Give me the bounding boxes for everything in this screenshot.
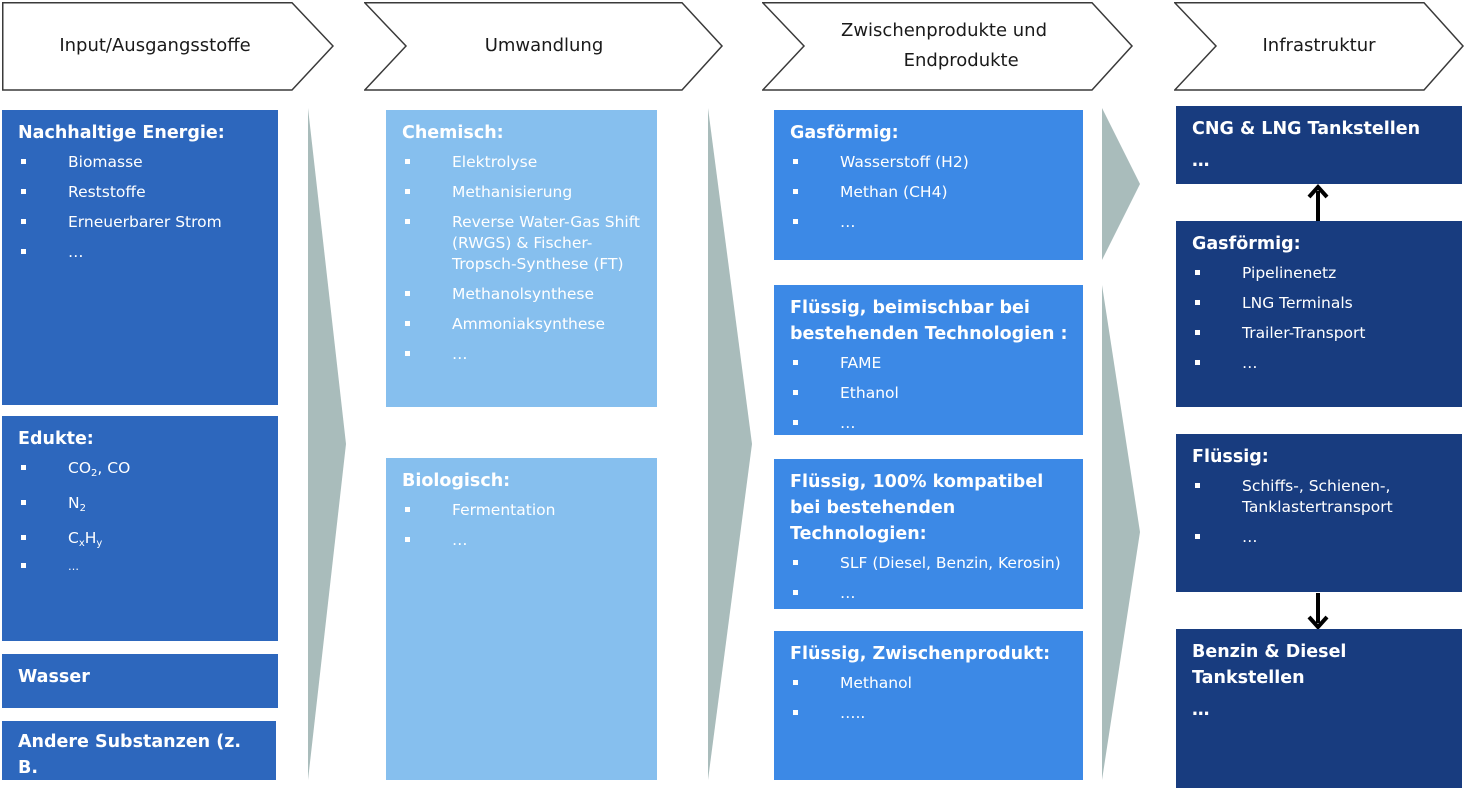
formula-subscript: y [96, 538, 103, 549]
list-item: LNG Terminals [1192, 293, 1448, 314]
box-title: Wasser [18, 667, 90, 687]
list-item: Trailer-Transport [1192, 323, 1448, 344]
formula-subscript: x [78, 538, 85, 549]
box-fluessig-beimischbar: Flüssig, beimischbar bei bestehenden Tec… [774, 285, 1083, 435]
list-item-n2: N2 [18, 493, 264, 519]
flow-arrow-2 [708, 108, 752, 780]
arrow-up-icon [1307, 184, 1329, 221]
list-item: … [790, 212, 1069, 233]
box-title: CNG & LNG Tankstellen [1192, 119, 1421, 139]
list-item: … [1192, 353, 1448, 374]
list-item: Reverse Water-Gas Shift (RWGS) & Fischer… [402, 212, 643, 275]
list-item: Schiffs-, Schienen-, Tanklastertransport [1192, 476, 1448, 518]
box-title-line-1: Andere Substanzen (z. B. [18, 732, 242, 778]
list-item: FAME [790, 353, 1069, 374]
box-more: … [1192, 700, 1210, 720]
list-item: … [1192, 527, 1448, 548]
box-title: Edukte: [18, 429, 94, 449]
box-fluessig-kompatibel: Flüssig, 100% kompatibel bei bestehenden… [774, 459, 1083, 609]
list-item: Reststoffe [18, 182, 264, 203]
list-item: … [790, 583, 1069, 604]
box-wasser: Wasser [2, 654, 278, 708]
box-title: Gasförmig: [1192, 234, 1301, 254]
list-item: Biomasse [18, 152, 264, 173]
box-title: Nachhaltige Energie: [18, 123, 225, 143]
list-item: Fermentation [402, 500, 643, 521]
formula-subscript: 2 [79, 503, 86, 514]
list-item: … [402, 530, 643, 551]
box-edukte: Edukte: CO2, CO N2 CxHy … [2, 416, 278, 641]
box-more: … [1192, 151, 1210, 171]
chevron-shape [364, 2, 724, 91]
box-title: Chemisch: [402, 123, 504, 143]
arrow-down-icon [1307, 593, 1329, 630]
box-title: Flüssig: [1192, 447, 1269, 467]
formula-part: N [68, 494, 80, 512]
header-infrastruktur: Infrastruktur [1174, 2, 1464, 91]
box-andere-substanzen: Andere Substanzen (z. B. Nährstoffe) [2, 721, 276, 804]
header-label: Input/Ausgangsstoffe [59, 35, 251, 56]
list-item: Elektrolyse [402, 152, 643, 173]
list-item: Pipelinenetz [1192, 263, 1448, 284]
flow-arrow-4 [1102, 285, 1140, 780]
box-title: Flüssig, Zwischenprodukt: [790, 644, 1051, 664]
list-item: Methan (CH4) [790, 182, 1069, 203]
box-nachhaltige-energie: Nachhaltige Energie: Biomasse Reststoffe… [2, 110, 278, 405]
header-label: Umwandlung [484, 35, 604, 56]
list-item: ….. [790, 703, 1069, 724]
list-item: Wasserstoff (H2) [790, 152, 1069, 173]
list-item: Methanolsynthese [402, 284, 643, 305]
formula-part: CO [68, 459, 92, 477]
list-item: Ethanol [790, 383, 1069, 404]
list-item-co2: CO2, CO [18, 458, 264, 484]
box-fluessig-infra: Flüssig: Schiffs-, Schienen-, Tanklaster… [1176, 434, 1462, 592]
box-gasfoermig-produkte: Gasförmig: Wasserstoff (H2) Methan (CH4)… [774, 110, 1083, 260]
header-input: Input/Ausgangsstoffe [2, 2, 334, 91]
list-item: Methanol [790, 673, 1069, 694]
list-item: … [402, 344, 643, 365]
formula-subscript: 2 [91, 468, 98, 479]
flow-arrow-1 [308, 108, 346, 780]
chevron-shape [1174, 2, 1464, 91]
list-item: … [18, 556, 264, 577]
header-umwandlung: Umwandlung [364, 2, 724, 91]
box-title: Biologisch: [402, 471, 511, 491]
list-item: Erneuerbarer Strom [18, 212, 264, 233]
box-title: Flüssig, beimischbar bei bestehenden Tec… [790, 298, 1068, 344]
box-fluessig-zwischenprodukt: Flüssig, Zwischenprodukt: Methanol ….. [774, 631, 1083, 780]
chevron-shape [2, 2, 334, 91]
box-gasfoermig-infra: Gasförmig: Pipelinenetz LNG Terminals Tr… [1176, 221, 1462, 407]
header-label: Zwischenprodukte und Endprodukte [840, 20, 1047, 71]
list-item: … [18, 242, 264, 263]
box-biologisch: Biologisch: Fermentation … [386, 458, 657, 780]
box-title: Flüssig, 100% kompatibel bei bestehenden… [790, 472, 1044, 544]
formula-part: , CO [97, 459, 131, 477]
list-item: … [790, 413, 1069, 434]
chevron-shape [762, 2, 1134, 91]
box-title: Benzin & Diesel Tankstellen [1192, 642, 1347, 688]
box-title-line-2: Nährstoffe) [66, 784, 179, 804]
box-cng-lng-tankstellen: CNG & LNG Tankstellen … [1176, 106, 1462, 184]
list-item: SLF (Diesel, Benzin, Kerosin) [790, 553, 1069, 574]
box-chemisch: Chemisch: Elektrolyse Methanisierung Rev… [386, 110, 657, 407]
formula-part: C [68, 529, 79, 547]
flow-arrow-3 [1102, 108, 1140, 260]
list-item-cxhy: CxHy [18, 528, 264, 554]
list-item: Ammoniaksynthese [402, 314, 643, 335]
header-produkte: Zwischenprodukte und Endprodukte [762, 2, 1134, 91]
formula-part: H [84, 529, 97, 547]
list-item: Methanisierung [402, 182, 643, 203]
box-benzin-diesel-tankstellen: Benzin & Diesel Tankstellen … [1176, 629, 1462, 788]
box-title: Gasförmig: [790, 123, 899, 143]
header-label: Infrastruktur [1262, 35, 1376, 56]
